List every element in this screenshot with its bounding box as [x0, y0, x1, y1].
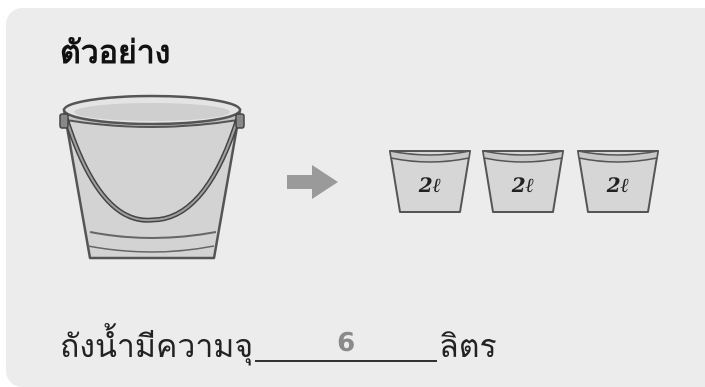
cup-2-label: 2ℓ: [511, 173, 534, 197]
cup-3-label: 2ℓ: [606, 173, 629, 197]
arrow-right-icon: [287, 165, 338, 199]
cup-3: 2ℓ: [577, 150, 659, 213]
cup-2: 2ℓ: [482, 150, 564, 213]
cup-1: 2ℓ: [389, 150, 471, 213]
sentence-prefix: ถังน้ำมีความจุ: [60, 327, 254, 365]
cup-1-label: 2ℓ: [418, 173, 441, 197]
answer-blank: 6: [255, 326, 438, 362]
answer-value: 6: [337, 328, 356, 358]
large-bucket-icon: [59, 94, 245, 260]
sentence-suffix: ลิตร: [439, 327, 497, 365]
capacity-sentence: ถังน้ำมีความจุ 6 ลิตร: [60, 326, 497, 362]
example-title: ตัวอย่าง: [60, 33, 171, 71]
